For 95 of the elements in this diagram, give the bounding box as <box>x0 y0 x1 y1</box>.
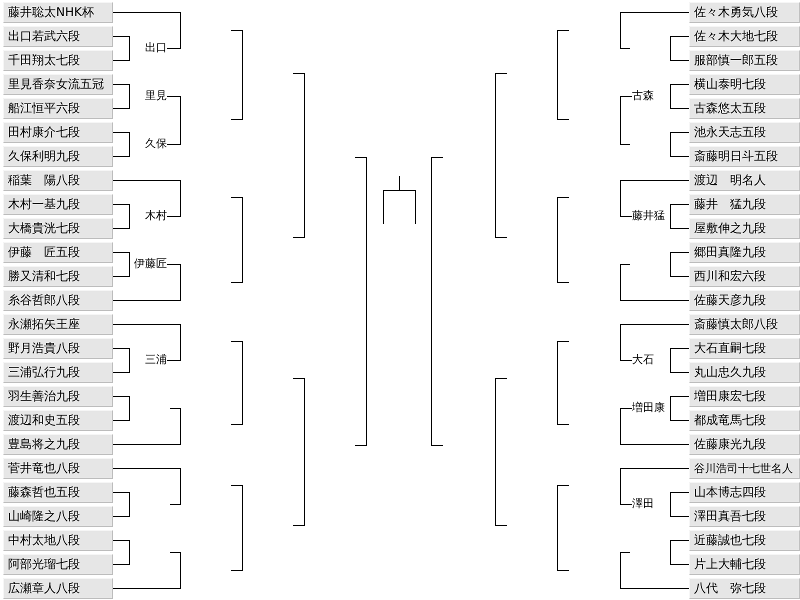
player-box: 渡辺 明名人 <box>689 170 800 191</box>
player-box: 木村一基九段 <box>3 194 113 215</box>
player-box: 横山泰明七段 <box>689 74 800 95</box>
winner-label: 久保 <box>145 137 167 151</box>
bracket-line <box>670 540 690 565</box>
player-box: 出口若武六段 <box>3 26 113 47</box>
player-box: 勝又清和七段 <box>3 266 113 287</box>
bracket-line <box>620 408 690 445</box>
winner-label: 三浦 <box>145 353 167 367</box>
player-box: 都成竜馬七段 <box>689 410 800 431</box>
bracket-line <box>112 36 130 61</box>
bracket-line <box>112 180 181 217</box>
bracket-line <box>670 252 690 277</box>
bracket-line <box>112 264 181 301</box>
player-box: 菅井竜也八段 <box>3 458 113 479</box>
player-box: 片上大輔七段 <box>689 554 800 575</box>
bracket-line <box>112 396 130 421</box>
player-box: 糸谷哲郎八段 <box>3 290 113 311</box>
bracket-line <box>112 468 181 505</box>
player-box: 谷川浩司十七世名人 <box>689 458 800 479</box>
player-box: 千田翔太七段 <box>3 50 113 71</box>
bracket-line <box>670 492 690 517</box>
winner-label: 増田康 <box>632 401 665 415</box>
player-box: 屋敷伸之九段 <box>689 218 800 239</box>
player-box: 広瀬章人八段 <box>3 578 113 599</box>
player-box: 佐藤康光九段 <box>689 434 800 455</box>
bracket-line <box>620 180 690 217</box>
player-box: 阿部光瑠七段 <box>3 554 113 575</box>
bracket-line <box>670 396 690 421</box>
player-box: 伊藤 匠五段 <box>3 242 113 263</box>
player-box: 久保利明九段 <box>3 146 113 167</box>
player-box: 斎藤慎太郎八段 <box>689 314 800 335</box>
player-box: 稲葉 陽八段 <box>3 170 113 191</box>
player-box: 渡辺和史五段 <box>3 410 113 431</box>
bracket-line <box>166 96 181 145</box>
player-box: 古森悠太五段 <box>689 98 800 119</box>
winner-label: 伊藤匠 <box>134 257 167 271</box>
winner-label: 木村 <box>145 209 167 223</box>
player-box: 増田康宏七段 <box>689 386 800 407</box>
bracket-line <box>112 348 130 373</box>
bracket-line <box>620 264 690 301</box>
player-box: 佐藤天彦九段 <box>689 290 800 311</box>
player-box: 山本博志四段 <box>689 482 800 503</box>
winner-label: 古森 <box>632 89 654 103</box>
bracket-line <box>670 132 690 157</box>
player-box: 郷田真隆九段 <box>689 242 800 263</box>
player-box: 斎藤明日斗五段 <box>689 146 800 167</box>
winner-label: 大石 <box>632 353 654 367</box>
bracket-line <box>670 204 690 229</box>
player-box: 丸山忠久九段 <box>689 362 800 383</box>
winner-label: 澤田 <box>632 497 654 511</box>
player-box: 近藤誠也七段 <box>689 530 800 551</box>
bracket-line <box>112 204 130 229</box>
player-box: 大橋貴洸七段 <box>3 218 113 239</box>
bracket-line <box>112 132 130 157</box>
player-box: 池永天志五段 <box>689 122 800 143</box>
bracket-line <box>112 324 181 361</box>
player-box: 佐々木勇気八段 <box>689 2 800 23</box>
bracket-line <box>112 252 130 277</box>
player-box: 藤井 猛九段 <box>689 194 800 215</box>
player-box: 服部慎一郎五段 <box>689 50 800 71</box>
player-box: 豊島将之九段 <box>3 434 113 455</box>
bracket-line <box>620 96 632 145</box>
player-box: 藤森哲也五段 <box>3 482 113 503</box>
player-box: 大石直嗣七段 <box>689 338 800 359</box>
player-box: 中村太地八段 <box>3 530 113 551</box>
player-box: 里見香奈女流五冠 <box>3 74 113 95</box>
player-box: 山崎隆之八段 <box>3 506 113 527</box>
player-box: 佐々木大地七段 <box>689 26 800 47</box>
bracket-line <box>620 468 690 505</box>
bracket-line <box>620 324 690 361</box>
player-box: 澤田真吾七段 <box>689 506 800 527</box>
bracket-line <box>670 348 690 373</box>
player-box: 野月浩貴八段 <box>3 338 113 359</box>
player-box: 西川和宏六段 <box>689 266 800 287</box>
bracket-line <box>620 552 690 589</box>
bracket-line <box>112 540 130 565</box>
bracket-line <box>670 84 690 109</box>
player-box: 羽生善治九段 <box>3 386 113 407</box>
winner-label: 出口 <box>145 41 167 55</box>
bracket-line <box>112 84 130 109</box>
player-box: 藤井聡太NHK杯 <box>3 2 113 23</box>
bracket-line <box>112 492 130 517</box>
bracket-line <box>112 552 181 589</box>
bracket-line <box>670 36 690 61</box>
bracket-line <box>620 12 690 49</box>
player-box: 田村康介七段 <box>3 122 113 143</box>
player-box: 船江恒平六段 <box>3 98 113 119</box>
bracket-line <box>112 12 181 49</box>
winner-label: 里見 <box>145 89 167 103</box>
player-box: 永瀬拓矢王座 <box>3 314 113 335</box>
bracket-line <box>112 408 181 445</box>
winner-label: 藤井猛 <box>632 209 665 223</box>
player-box: 八代 弥七段 <box>689 578 800 599</box>
player-box: 三浦弘行九段 <box>3 362 113 383</box>
